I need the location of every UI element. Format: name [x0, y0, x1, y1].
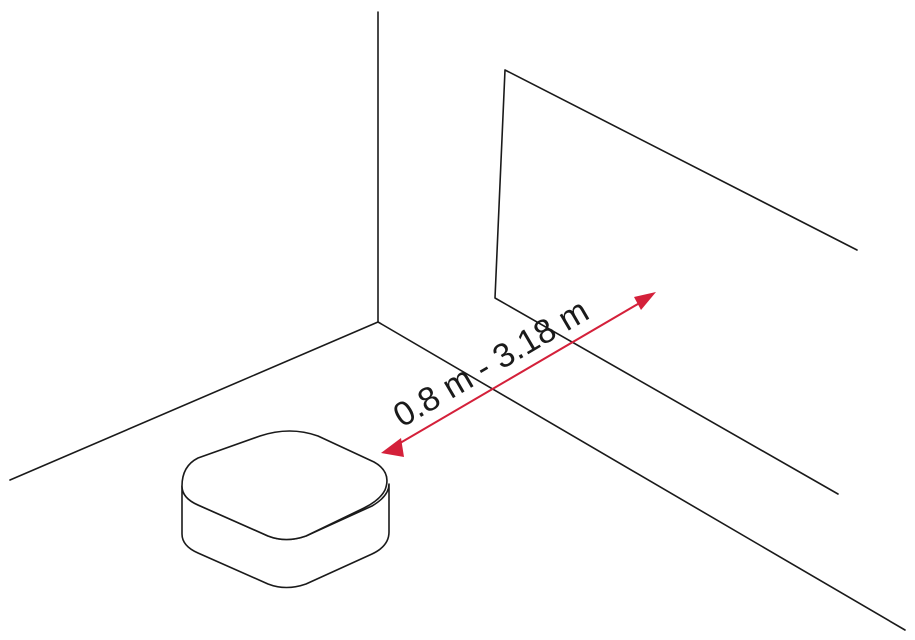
projection-screen: [495, 70, 857, 494]
projector-device: [182, 431, 389, 588]
distance-arrow-head-end: [634, 292, 656, 310]
distance-label: 0.8 m - 3.18 m: [387, 292, 595, 435]
distance-arrow-line: [395, 301, 643, 446]
distance-arrow: [381, 292, 656, 457]
distance-arrow-head-start: [381, 438, 404, 457]
